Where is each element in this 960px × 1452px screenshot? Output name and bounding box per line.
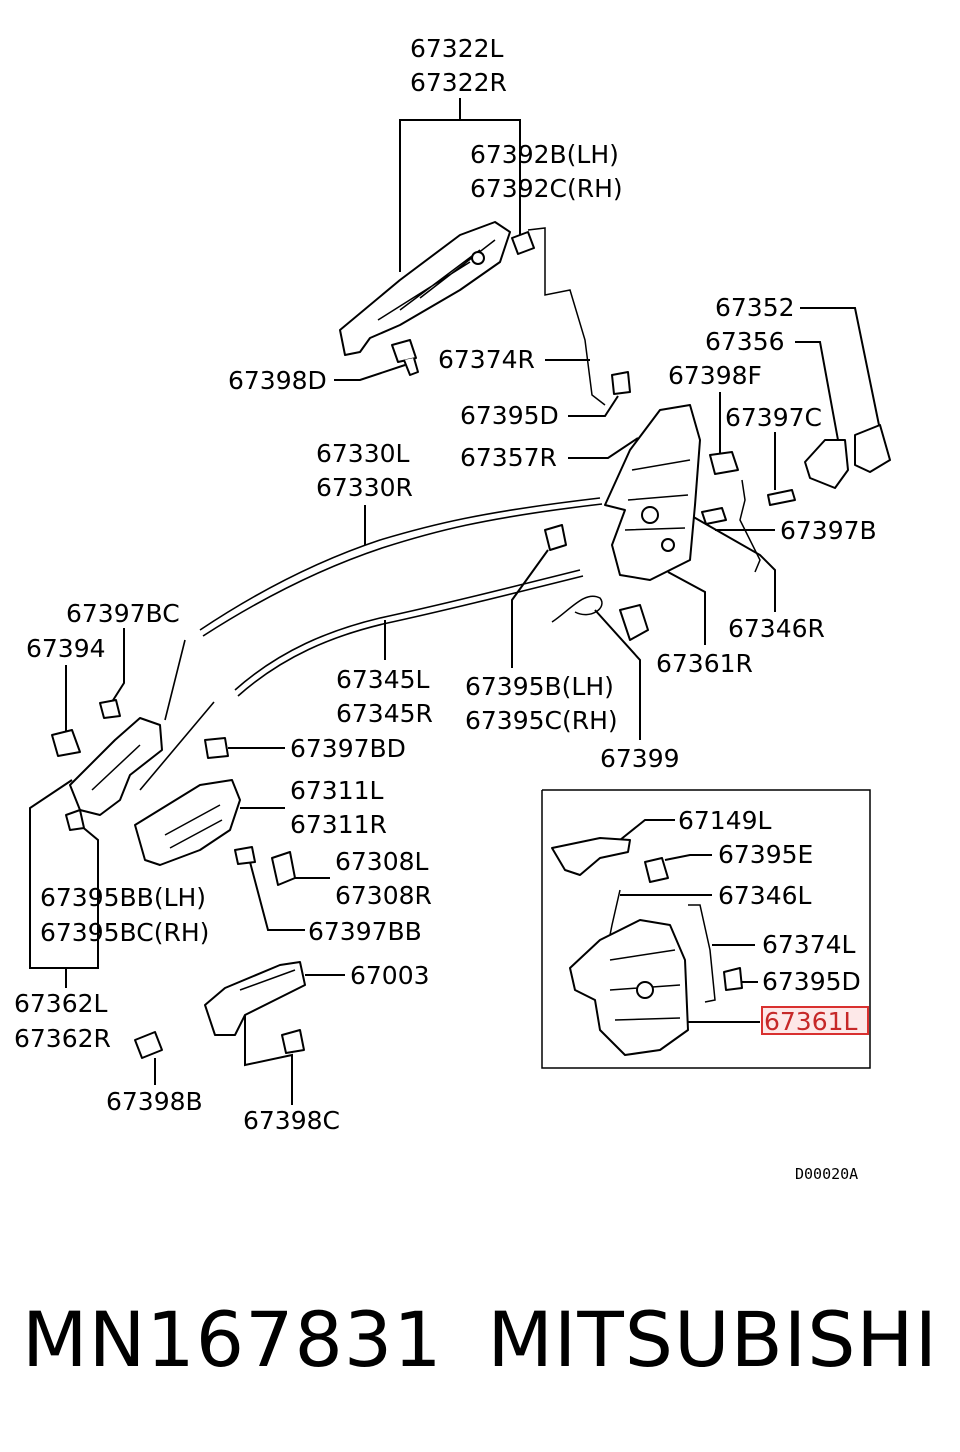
label-67398C: 67398C (243, 1106, 340, 1135)
part-labels: 67322L 67322R 67392B(LH) 67392C(RH) 6735… (14, 34, 877, 1183)
handle-clip-67392 (511, 231, 535, 255)
label-67149L: 67149L (678, 806, 772, 835)
footer: MN167831 MITSUBISHI (0, 1290, 960, 1390)
label-67395BC: 67395BC(RH) (40, 918, 209, 947)
screw-67397BD (204, 737, 229, 759)
gasket-67352 (854, 424, 891, 473)
label-67330R: 67330R (316, 473, 413, 502)
cover-67308 (271, 851, 296, 886)
label-67374L: 67374L (762, 930, 856, 959)
inset-lock-67361L (569, 919, 689, 1056)
label-67399: 67399 (600, 744, 680, 773)
inset-lever-67149L (551, 837, 631, 876)
highlight-box (761, 1006, 869, 1035)
label-67397C: 67397C (725, 403, 822, 432)
label-67345R: 67345R (336, 699, 433, 728)
inset-clip-67395D (723, 967, 743, 991)
screw-67397BB (234, 846, 256, 865)
label-67398F: 67398F (668, 361, 762, 390)
label-67308L: 67308L (335, 847, 429, 876)
screw-67397BC (99, 699, 121, 719)
screw-67397B (701, 507, 727, 525)
label-67346R: 67346R (728, 614, 825, 643)
inside-handle-bracket-67362 (69, 717, 163, 816)
bolt-67398B (134, 1031, 163, 1059)
label-67398D: 67398D (228, 366, 327, 395)
label-67357R: 67357R (460, 443, 557, 472)
clip-67394 (51, 729, 81, 757)
clip-67395BB (65, 809, 85, 831)
label-67362L: 67362L (14, 989, 108, 1018)
label-67374R: 67374R (438, 345, 535, 374)
label-67395B: 67395B(LH) (465, 672, 614, 701)
label-67311R: 67311R (290, 810, 387, 839)
screw-67397C (767, 489, 796, 506)
label-67322R: 67322R (410, 68, 507, 97)
label-67003: 67003 (350, 961, 430, 990)
label-67398B: 67398B (106, 1087, 203, 1116)
inside-handle-67311 (134, 779, 241, 866)
label-67345L: 67345L (336, 665, 430, 694)
label-67395C: 67395C(RH) (465, 706, 618, 735)
label-67362R: 67362R (14, 1024, 111, 1053)
label-67356: 67356 (705, 327, 785, 356)
cables (139, 227, 761, 791)
label-67311L: 67311L (290, 776, 384, 805)
label-67322L: 67322L (410, 34, 504, 63)
label-67395E: 67395E (718, 840, 813, 869)
brand-name: MITSUBISHI (487, 1295, 938, 1384)
label-67397B: 67397B (780, 516, 877, 545)
label-67397BD: 67397BD (290, 734, 406, 763)
diagram-code: D00020A (795, 1165, 858, 1183)
clip-67395B (544, 524, 567, 551)
label-67394: 67394 (26, 634, 106, 663)
part-number: MN167831 (22, 1295, 443, 1384)
label-67397BC: 67397BC (66, 599, 180, 628)
label-67392C: 67392C(RH) (470, 174, 623, 203)
screw-67398F (709, 451, 739, 475)
label-67361L-highlighted: 67361L (764, 1007, 858, 1036)
label-67361R: 67361R (656, 649, 753, 678)
outside-handle (339, 221, 511, 356)
label-67308R: 67308R (335, 881, 432, 910)
plate-67356 (804, 439, 849, 489)
label-67330L: 67330L (316, 439, 410, 468)
label-67352: 67352 (715, 293, 795, 322)
clip-67395D-top (611, 371, 631, 395)
bolt-67398D (391, 339, 419, 376)
inset-rod-67374L (688, 904, 716, 1003)
label-67397BB: 67397BB (308, 917, 422, 946)
label-67392B: 67392B(LH) (470, 140, 619, 169)
label-67395D-top: 67395D (460, 401, 559, 430)
label-67395BB: 67395BB(LH) (40, 883, 206, 912)
lock-assembly-67361R (604, 404, 701, 641)
label-67346L: 67346L (718, 881, 812, 910)
bolt-67398C (281, 1029, 305, 1054)
label-67395D-inset: 67395D (762, 967, 861, 996)
door-check-67003 (204, 961, 306, 1036)
inset-clip-67395E (644, 857, 669, 883)
